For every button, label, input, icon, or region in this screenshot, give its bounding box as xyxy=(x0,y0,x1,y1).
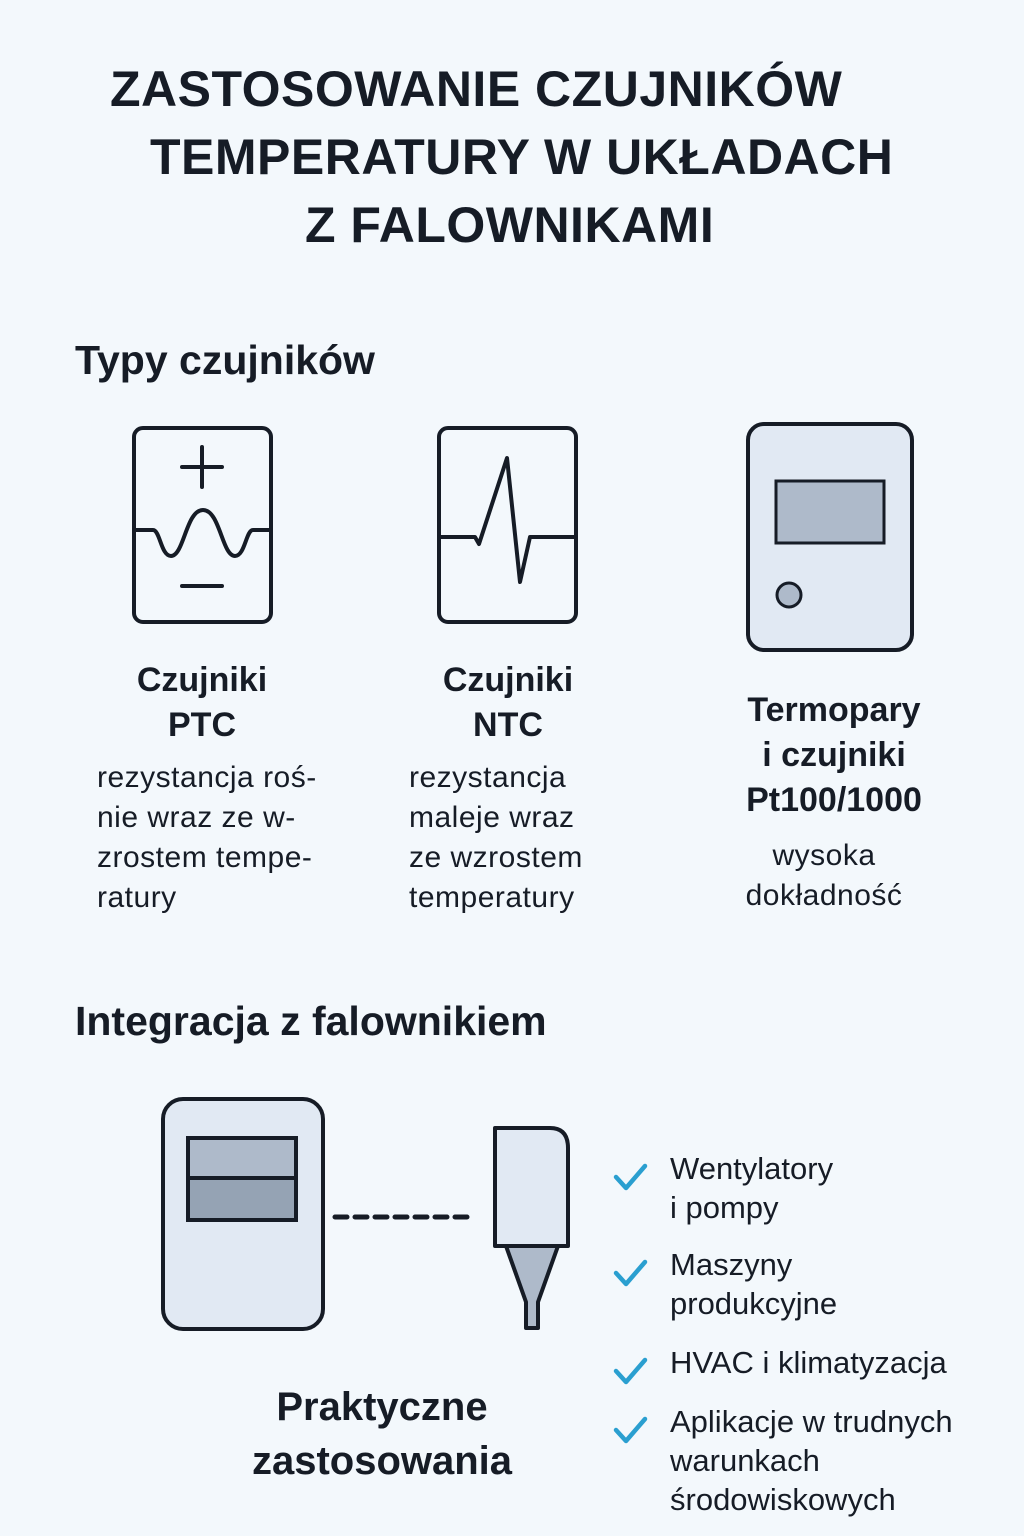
page-title-line-1: ZASTOSOWANIE CZUJNIKÓW xyxy=(110,61,843,117)
desc-line: rezystancja roś- xyxy=(97,761,317,794)
desc-line: wysoka xyxy=(772,839,876,872)
application-line: produkcyjne xyxy=(670,1286,838,1321)
application-line: warunkach xyxy=(670,1443,820,1478)
inverter-device-icon xyxy=(161,1097,325,1331)
desc-line: zrostem tempe- xyxy=(97,841,313,874)
connection-cable-dashed xyxy=(332,1214,478,1220)
sensor-desc-thermocouple: wysoka dokładność xyxy=(674,836,974,916)
practical-line: Praktyczne xyxy=(276,1385,488,1429)
application-line: Aplikacje w trudnych xyxy=(670,1404,953,1439)
sensor-name-line: Czujniki xyxy=(442,661,574,699)
desc-line: nie wraz ze w- xyxy=(97,801,296,834)
application-line: Maszyny xyxy=(670,1247,793,1282)
check-icon xyxy=(613,1357,648,1385)
check-icon xyxy=(613,1416,648,1444)
desc-line: temperatury xyxy=(409,881,575,914)
section-heading-integration: Integracja z falownikiem xyxy=(75,998,547,1044)
sensor-name-ntc: Czujniki NTC xyxy=(358,658,658,748)
sensor-name-ptc: Czujniki PTC xyxy=(52,658,352,748)
ntc-sensor-icon xyxy=(437,426,578,624)
sensor-name-line: Czujniki xyxy=(136,661,268,699)
sensor-name-line: NTC xyxy=(473,706,543,744)
application-line: Wentylatory xyxy=(670,1151,834,1186)
practical-applications-heading: Praktyczne zastosowania xyxy=(182,1380,582,1488)
application-line: środowiskowych xyxy=(670,1482,896,1517)
ptc-sensor-icon xyxy=(132,426,273,624)
section-heading-sensor-types: Typy czujników xyxy=(75,337,375,383)
desc-line: ratury xyxy=(97,881,177,914)
temperature-probe-icon xyxy=(493,1126,570,1330)
desc-line: maleje wraz xyxy=(409,801,575,834)
page-title-line-3: Z FALOWNIKAMI xyxy=(305,197,715,253)
desc-line: ze wzrostem xyxy=(409,841,583,874)
desc-line: dokładność xyxy=(745,879,903,912)
application-line: HVAC i klimatyzacja xyxy=(670,1345,947,1380)
application-line: i pompy xyxy=(670,1190,779,1225)
desc-line: rezystancja xyxy=(409,761,567,794)
page-title-line-2: TEMPERATURY W UKŁADACH xyxy=(150,129,894,185)
sensor-name-line: PTC xyxy=(168,706,236,744)
sensor-desc-ptc: rezystancja roś- nie wraz ze w- zrostem … xyxy=(97,758,317,918)
check-icon xyxy=(613,1163,648,1191)
check-icon xyxy=(613,1259,648,1287)
sensor-name-line: i czujniki xyxy=(762,736,906,774)
practical-line: zastosowania xyxy=(251,1439,513,1483)
sensor-name-line: Termopary xyxy=(747,691,921,729)
sensor-name-line: Pt100/1000 xyxy=(746,781,922,819)
thermocouple-device-icon xyxy=(746,422,914,652)
sensor-name-thermocouple: Termopary i czujniki Pt100/1000 xyxy=(684,688,984,823)
sensor-desc-ntc: rezystancja maleje wraz ze wzrostem temp… xyxy=(409,758,583,918)
